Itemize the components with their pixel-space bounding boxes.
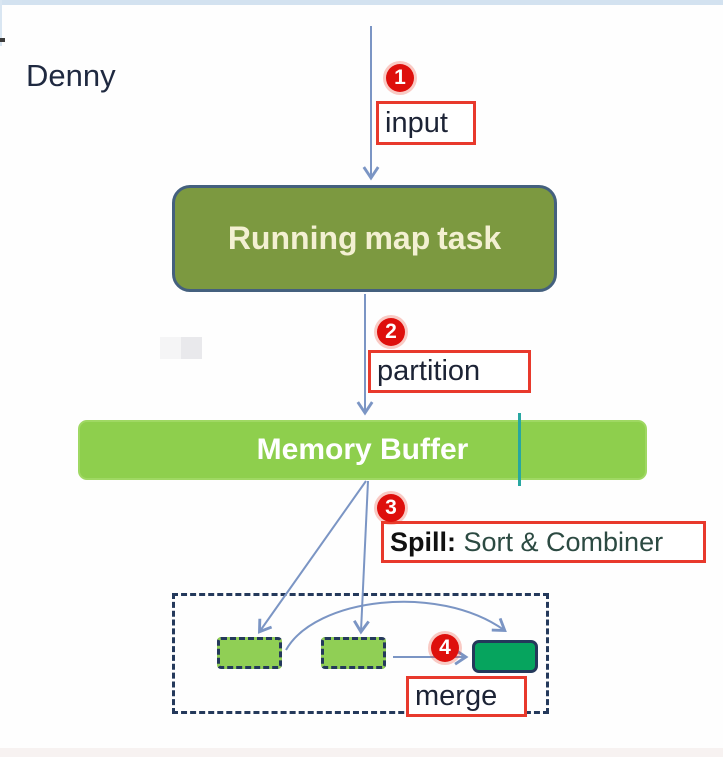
step-4-badge: 4 xyxy=(431,634,459,662)
memory-buffer-label: Memory Buffer xyxy=(256,433,469,466)
step-3-badge: 3 xyxy=(377,494,405,522)
spill-file-1 xyxy=(217,637,282,669)
spill-step-label: Spill: Sort & Combiner xyxy=(381,521,706,563)
bottom-edge-strip xyxy=(0,748,723,757)
step-1-badge: 1 xyxy=(386,64,414,92)
merged-file xyxy=(472,640,538,673)
partition-step-text: partition xyxy=(377,355,481,387)
gray-smudge-left xyxy=(160,337,181,359)
left-edge-mark xyxy=(0,38,5,42)
merge-step-label: merge xyxy=(406,676,527,717)
input-step-label: input xyxy=(376,101,476,145)
author-label: Denny xyxy=(26,58,116,93)
gray-smudge xyxy=(160,337,202,359)
spill-file-2 xyxy=(321,637,386,669)
memory-buffer-node: Memory Buffer xyxy=(78,420,647,480)
top-edge-strip xyxy=(0,0,723,5)
spill-step-text-main: Sort & Combiner xyxy=(456,526,664,557)
step-2-badge: 2 xyxy=(377,318,405,346)
running-map-task-node: Running map task xyxy=(172,185,557,292)
running-map-task-label: Running map task xyxy=(227,220,502,256)
partition-step-label: partition xyxy=(368,350,531,393)
buffer-fill-marker-line xyxy=(518,413,521,486)
spill-step-text-prefix: Spill: xyxy=(390,526,456,557)
merge-step-text: merge xyxy=(415,680,498,712)
left-edge-strip xyxy=(0,0,2,46)
input-step-text: input xyxy=(385,106,448,139)
gray-smudge-right xyxy=(181,337,202,359)
